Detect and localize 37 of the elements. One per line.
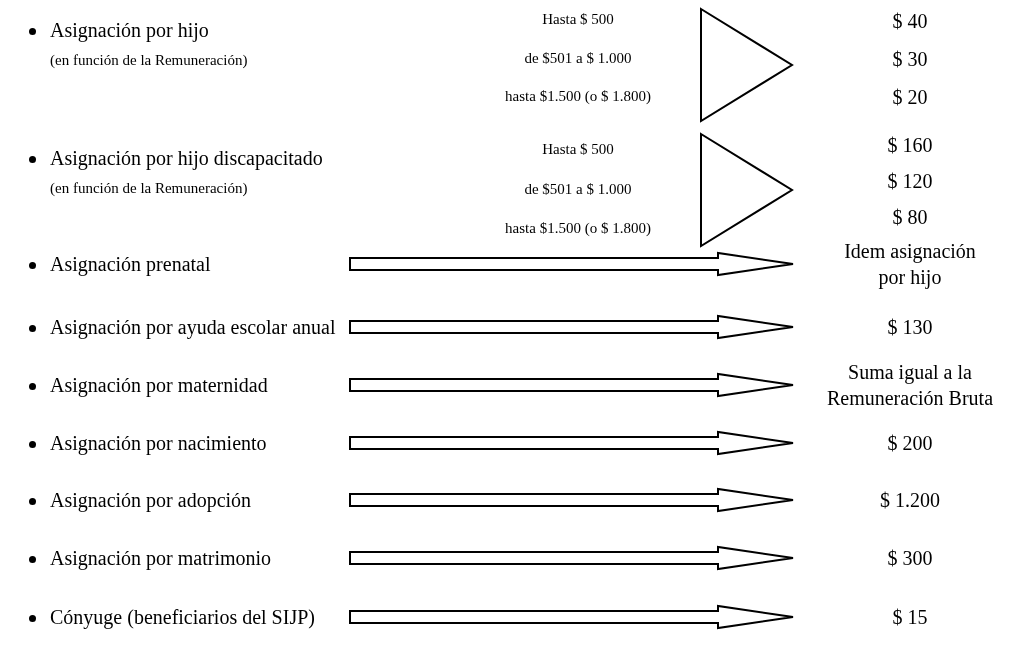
amount-text: $ 160 [886,133,934,158]
amount-text: $ 15 [793,604,1027,630]
item-label: Asignación por hijo [50,18,210,42]
amount-text: $ 120 [886,169,934,194]
amount-text: $ 30 [891,47,929,72]
amount-text: $ 20 [891,85,929,110]
item-label: Asignación por adopción [50,488,253,512]
block-arrow [349,314,794,340]
block-arrow [349,604,794,630]
amount-text: $ 1.200 [793,487,1027,513]
amount-text: Idem asignación por hijo [793,238,1027,290]
block-arrow [349,251,794,277]
range-text: Hasta $ 500 [541,10,615,28]
amount-text: $ 300 [793,545,1027,571]
range-text: hasta $1.500 (o $ 1.800) [504,87,652,105]
block-arrow [349,430,794,456]
range-text: de $501 a $ 1.000 [523,180,633,198]
amount-text: Suma igual a la Remuneración Bruta [793,359,1027,411]
item-note: (en función de la Remuneración) [50,179,249,198]
item-label: Asignación por maternidad [50,373,269,397]
block-arrow [349,487,794,513]
item-label: Cónyuge (beneficiarios del SIJP) [50,605,316,629]
item-label: Asignación prenatal [50,252,212,276]
amount-text: $ 130 [793,314,1027,340]
item-label: Asignación por matrimonio [50,546,273,570]
block-arrow [349,372,794,398]
amount-text: $ 80 [891,205,929,230]
range-text: hasta $1.500 (o $ 1.800) [504,219,652,237]
item-label: Asignación por ayuda escolar anual [50,315,337,339]
item-label: Asignación por nacimiento [50,431,268,455]
range-text: de $501 a $ 1.000 [523,49,633,67]
amount-text: $ 200 [793,430,1027,456]
block-arrow [349,545,794,571]
item-label: Asignación por hijo discapacitado [50,146,324,170]
amount-text: $ 40 [891,9,929,34]
range-text: Hasta $ 500 [541,140,615,158]
item-note: (en función de la Remuneración) [50,51,249,70]
